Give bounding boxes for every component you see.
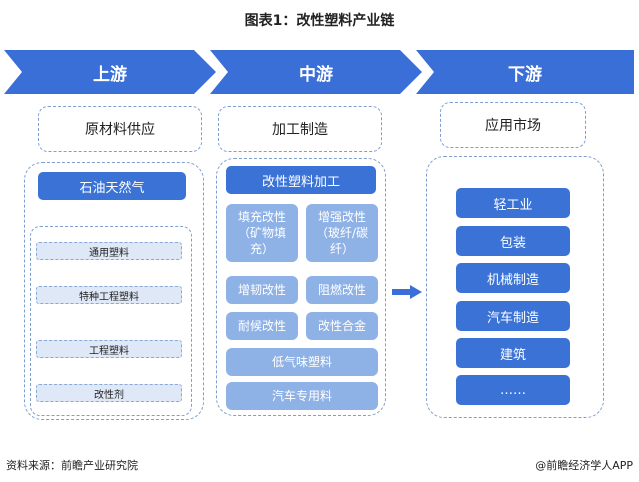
process-cell-label: 增强改性（玻纤/碳纤）: [315, 210, 369, 256]
stage-label-upstream: 上游: [93, 64, 127, 85]
process-cell-wide: 汽车专用料: [226, 382, 378, 410]
chevron-arrow-icon: [210, 50, 422, 94]
brand-note: @前瞻经济学人APP: [535, 459, 633, 472]
upstream-item: 工程塑料: [36, 340, 182, 358]
stage-arrow-downstream: 下游: [416, 50, 634, 94]
upstream-item: 改性剂: [36, 384, 182, 402]
stage-arrow-midstream: 中游: [210, 50, 422, 94]
header-box-upstream: 原材料供应: [38, 106, 202, 152]
page-title: 图表1：改性塑料产业链: [244, 13, 395, 29]
process-cell: 填充改性（矿物填充）: [226, 204, 298, 262]
stage-label-midstream: 中游: [299, 64, 333, 85]
process-cell-label: 填充改性（矿物填充）: [237, 210, 286, 256]
upstream-items-box: [30, 226, 192, 416]
process-cell-wide: 低气味塑料: [226, 348, 378, 376]
process-cell: 增强改性（玻纤/碳纤）: [306, 204, 378, 262]
right-arrow-icon: [392, 285, 422, 299]
process-cell: 耐候改性: [226, 312, 298, 340]
downstream-item: 机械制造: [456, 263, 570, 293]
process-cell: 改性合金: [306, 312, 378, 340]
stage-arrow-upstream: 上游: [4, 50, 216, 94]
flow-arrow: [392, 284, 422, 299]
downstream-item: 建筑: [456, 338, 570, 368]
source-note: 资料来源：前瞻产业研究院: [6, 459, 138, 472]
downstream-item: ……: [456, 375, 570, 405]
header-box-downstream: 应用市场: [440, 102, 586, 148]
downstream-item: 包装: [456, 226, 570, 256]
downstream-item: 轻工业: [456, 188, 570, 218]
upstream-item: 通用塑料: [36, 242, 182, 260]
process-cell: 阻燃改性: [306, 276, 378, 304]
upstream-main-box: 石油天然气: [38, 172, 186, 200]
process-cell: 增韧改性: [226, 276, 298, 304]
chevron-arrow-icon: [4, 50, 216, 94]
chevron-arrow-icon: [416, 50, 634, 94]
stage-label-downstream: 下游: [508, 64, 542, 85]
header-box-midstream: 加工制造: [218, 106, 382, 152]
upstream-item: 特种工程塑料: [36, 286, 182, 304]
downstream-item: 汽车制造: [456, 301, 570, 331]
midstream-main-box: 改性塑料加工: [226, 166, 376, 194]
